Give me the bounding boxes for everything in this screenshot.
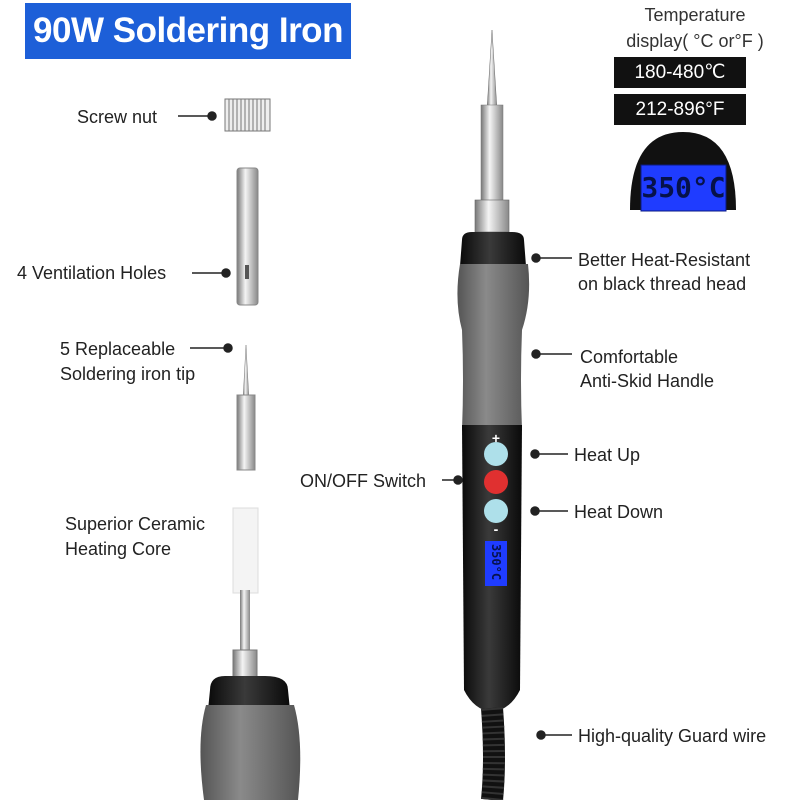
replaceable-tip — [236, 344, 256, 471]
soldering-iron-main — [457, 29, 530, 800]
heading-line: display( °C or°F ) — [626, 31, 764, 51]
heading-line: Temperature — [644, 5, 746, 25]
ventilation-tube — [236, 167, 259, 306]
label-screw-nut: Screw nut — [77, 107, 158, 127]
heat-down-button — [484, 499, 508, 523]
label-line: Comfortable — [580, 347, 679, 367]
plus-label: + — [491, 430, 501, 446]
label-line: Soldering iron tip — [60, 364, 196, 384]
handle-lcd — [485, 541, 507, 586]
handle-lcd-reading: 350°C — [485, 541, 507, 586]
callout-connectors — [178, 111, 572, 740]
label-line: Superior Ceramic — [65, 514, 206, 534]
label-on-off-switch: ON/OFF Switch — [300, 471, 427, 491]
label-replaceable-tip: 5 Replaceable Soldering iron tip — [60, 338, 195, 385]
label-ceramic-core: Superior Ceramic Heating Core — [65, 513, 205, 560]
minus-label: - — [493, 521, 499, 537]
celsius-range: 180-480℃ — [614, 57, 746, 88]
label-line: Better Heat-Resistant — [578, 250, 751, 270]
label-line: Anti-Skid Handle — [580, 371, 715, 391]
fahrenheit-range: 212-896°F — [614, 94, 746, 125]
label-line: Heating Core — [65, 539, 172, 559]
label-handle: Comfortable Anti-Skid Handle — [580, 346, 714, 392]
page-title: 90W Soldering Iron — [25, 3, 351, 59]
temperature-heading: Temperature display( °C or°F ) — [600, 2, 790, 54]
handle-lcd-text: 350°C — [489, 543, 503, 581]
temperature-display-icon — [630, 132, 736, 212]
label-ventilation-holes: 4 Ventilation Holes — [17, 263, 167, 283]
power-button — [484, 470, 508, 494]
lcd-reading: 350°C — [641, 171, 726, 204]
ceramic-heating-core — [200, 507, 301, 800]
label-line: 5 Replaceable — [60, 339, 176, 359]
screw-nut — [224, 98, 271, 132]
label-line: on black thread head — [578, 274, 747, 294]
label-heat-up: Heat Up — [574, 445, 641, 465]
label-heat-resistant: Better Heat-Resistant on black thread he… — [578, 249, 750, 295]
heat-up-button — [484, 442, 508, 466]
label-guard-wire: High-quality Guard wire — [578, 726, 767, 746]
label-heat-down: Heat Down — [574, 502, 664, 522]
